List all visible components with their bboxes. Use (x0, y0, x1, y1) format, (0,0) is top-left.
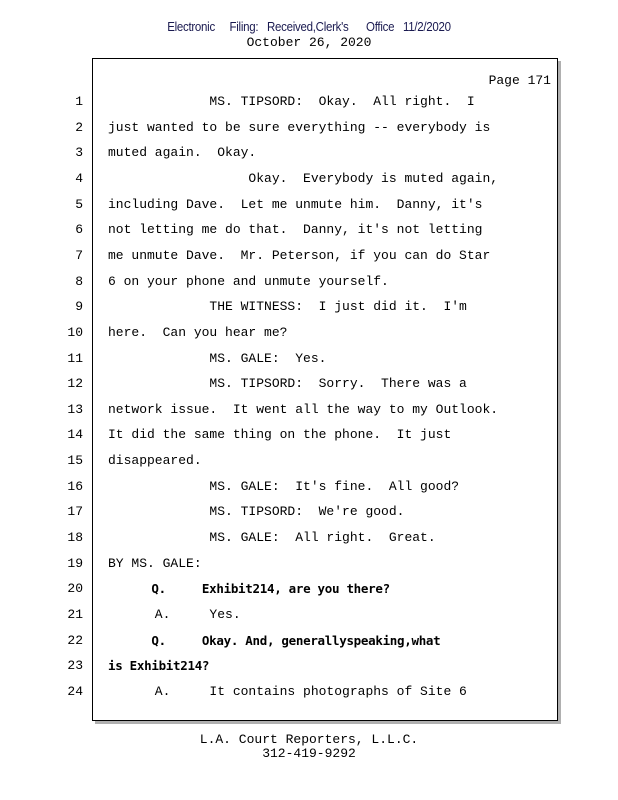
line-number: 17 (67, 504, 83, 520)
line-text: MS. TIPSORD: Sorry. There was a (108, 376, 467, 392)
filing-stamp: Electronic Filing: Received,Clerk's Offi… (167, 20, 451, 34)
transcript-page-box: Page 171 (92, 58, 558, 721)
transcript-line: 18 MS. GALE: All right. Great. (0, 530, 618, 550)
line-text: muted again. Okay. (108, 145, 257, 161)
line-text: me unmute Dave. Mr. Peterson, if you can… (108, 247, 491, 263)
line-number: 19 (67, 555, 83, 571)
transcript-line: 20 Q. Exhibit214, are you there? (0, 581, 618, 601)
line-number: 4 (75, 170, 83, 186)
line-number: 14 (67, 427, 83, 443)
transcript-line: 24 A. It contains photographs of Site 6 (0, 684, 618, 704)
line-text: just wanted to be sure everything -- eve… (108, 119, 491, 135)
transcript-line: 15 disappeared. (0, 453, 618, 473)
line-number: 22 (67, 632, 83, 648)
transcript-line: 22 Q. Okay. And, generallyspeaking,what (0, 633, 618, 653)
line-text: MS. TIPSORD: Okay. All right. I (108, 94, 475, 109)
line-text: Q. Okay. And, generallyspeaking,what (108, 632, 441, 648)
transcript-line: 11 MS. GALE: Yes. (0, 351, 618, 371)
line-text: MS. GALE: It's fine. All good? (108, 478, 460, 494)
line-text: not letting me do that. Danny, it's not … (108, 222, 483, 238)
reporter-phone: 312-419-9292 (262, 746, 356, 761)
line-text: MS. TIPSORD: We're good. (108, 504, 405, 520)
page-number: Page 171 (488, 73, 551, 88)
line-number: 7 (75, 247, 83, 263)
line-text: network issue. It went all the way to my… (108, 401, 499, 417)
line-number: 23 (67, 658, 83, 674)
line-text: MS. GALE: All right. Great. (108, 530, 436, 546)
transcript-line: 4 Okay. Everybody is muted again, (0, 171, 618, 191)
line-number: 8 (75, 273, 83, 289)
line-text: MS. GALE: Yes. (108, 350, 327, 366)
line-text: is Exhibit214? (108, 658, 210, 674)
line-number: 15 (67, 453, 83, 469)
transcript-line: 3 muted again. Okay. (0, 145, 618, 165)
transcript-line: 19 BY MS. GALE: (0, 556, 618, 576)
transcript-line: 17 MS. TIPSORD: We're good. (0, 504, 618, 524)
transcript-line: 9 THE WITNESS: I just did it. I'm (0, 299, 618, 319)
transcript-line: 2 just wanted to be sure everything -- ev… (0, 120, 618, 140)
line-number: 9 (75, 299, 83, 315)
line-number: 16 (67, 478, 83, 494)
transcript-line: 12 MS. TIPSORD: Sorry. There was a (0, 376, 618, 396)
transcript-line: 5 including Dave. Let me unmute him. Dann… (0, 197, 618, 217)
line-text: Q. Exhibit214, are you there? (108, 581, 390, 597)
line-text: A. It contains photographs of Site 6 (108, 683, 467, 699)
transcript-line: 16 MS. GALE: It's fine. All good? (0, 479, 618, 499)
line-text: disappeared. (108, 453, 202, 469)
line-number: 18 (67, 530, 83, 546)
line-text: It did the same thing on the phone. It j… (108, 427, 452, 443)
line-number: 20 (67, 581, 83, 597)
line-text: BY MS. GALE: (108, 555, 202, 571)
transcript-line: 21 A. Yes. (0, 607, 618, 627)
line-number: 13 (67, 401, 83, 417)
line-number: 10 (67, 324, 83, 340)
line-number: 11 (67, 350, 83, 366)
line-number: 1 (75, 94, 83, 109)
transcript-line: 23 is Exhibit214? (0, 658, 618, 678)
line-number: 6 (75, 222, 83, 238)
transcript-line: 6 not letting me do that. Danny, it's not… (0, 222, 618, 242)
line-number: 21 (67, 607, 83, 622)
footer: L.A. Court Reporters, L.L.C. 312-419-929… (0, 733, 618, 761)
line-text: here. Can you hear me? (108, 324, 288, 340)
line-number: 24 (67, 683, 83, 699)
line-text: Okay. Everybody is muted again, (108, 170, 499, 186)
transcript-line: 14 It did the same thing on the phone. It… (0, 427, 618, 447)
transcript-line: 10 here. Can you hear me? (0, 325, 618, 345)
transcript-line: 8 6 on your phone and unmute yourself. (0, 274, 618, 294)
transcript-date: October 26, 2020 (246, 35, 372, 50)
line-text: A. Yes. (108, 607, 241, 622)
line-number: 2 (75, 119, 83, 135)
line-number: 3 (75, 145, 83, 161)
line-text: including Dave. Let me unmute him. Danny… (108, 196, 483, 212)
transcript-line: 1 MS. TIPSORD: Okay. All right. I (0, 94, 618, 114)
line-number: 5 (75, 196, 83, 212)
line-number: 12 (67, 376, 83, 392)
line-text: 6 on your phone and unmute yourself. (108, 273, 389, 289)
transcript-line: 13 network issue. It went all the way to … (0, 402, 618, 422)
transcript-line: 7 me unmute Dave. Mr. Peterson, if you ca… (0, 248, 618, 268)
reporter-company: L.A. Court Reporters, L.L.C. (199, 732, 419, 747)
line-text: THE WITNESS: I just did it. I'm (108, 299, 467, 315)
